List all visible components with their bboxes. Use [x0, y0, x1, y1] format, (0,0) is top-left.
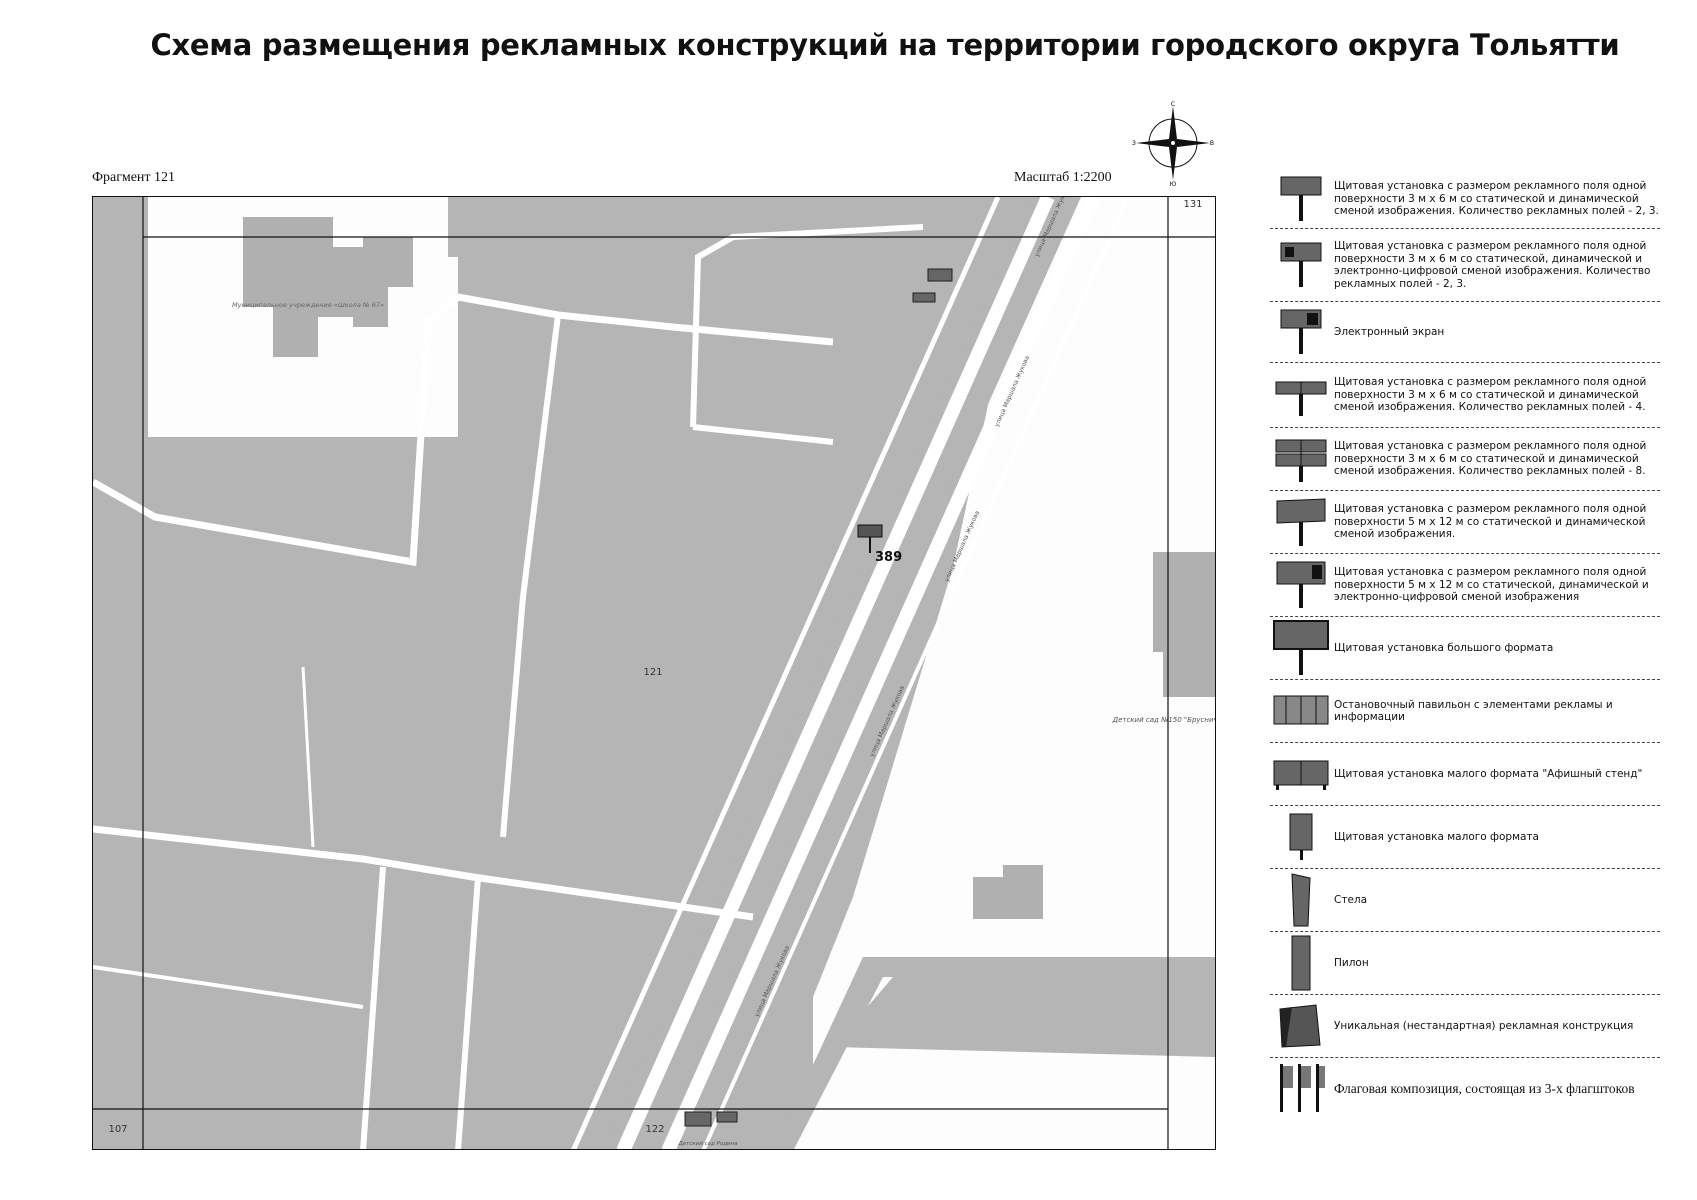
right-white-zone	[813, 197, 1215, 1149]
sheet-number-bottom-left: 107	[108, 1124, 127, 1135]
legend-item-label: Щитовая установка малого формата	[1334, 830, 1539, 843]
legend-item-label: Щитовая установка малого формата "Афишны…	[1334, 767, 1643, 780]
legend-item-label: Стела	[1334, 893, 1368, 906]
stele-icon	[1270, 872, 1332, 928]
legend-item: Щитовая установка с размером рекламного …	[1270, 229, 1660, 302]
billboard-389-icon[interactable]	[857, 524, 883, 553]
school-building	[243, 217, 413, 357]
legend-item-label: Остановочный павильон с элементами рекла…	[1334, 698, 1613, 724]
compass-north-label: С	[1171, 101, 1175, 108]
legend-item-label: Щитовая установка с размером рекламного …	[1334, 376, 1647, 414]
sheet-number-top-right: 131	[1183, 199, 1202, 210]
path-south-vertical	[455, 876, 481, 1149]
legend-item: Электронный экран	[1270, 302, 1660, 363]
billboard-5x12-digital-icon	[1270, 558, 1332, 612]
scale-label: Масштаб 1:2200	[1014, 170, 1112, 185]
legend-item-label: Пилон	[1334, 956, 1369, 969]
legend-item-label: Щитовая установка с размером рекламного …	[1334, 503, 1647, 541]
legend-item: Щитовая установка малого формата "Афишны…	[1270, 743, 1660, 806]
kindergarten-label: Детский сад №150 "Брусничка"	[1112, 716, 1216, 724]
billboard-3x6-digital-icon	[1270, 237, 1332, 293]
legend-item-label: Электронный экран	[1334, 325, 1445, 338]
legend-item-label: Щитовая установка с размером рекламного …	[1334, 180, 1659, 218]
legend-item: Щитовая установка с размером рекламного …	[1270, 428, 1660, 491]
legend: Щитовая установка с размером рекламного …	[1270, 170, 1660, 1118]
legend-item: Щитовая установка малого формата	[1270, 806, 1660, 869]
sheet-number-bottom-center: 122	[645, 1124, 664, 1135]
legend-item: Щитовая установка с размером рекламного …	[1270, 554, 1660, 617]
path-northeast	[690, 224, 924, 428]
billboard-3x6-static-dynamic-icon	[1270, 173, 1332, 225]
flag-composition-icon	[1270, 1062, 1332, 1114]
path-east-spur	[692, 424, 834, 445]
path-southwest	[93, 965, 364, 1009]
billboard-3x6-four-fields-icon	[1270, 370, 1332, 420]
legend-item: Щитовая установка большого формата	[1270, 617, 1660, 680]
fragment-label: Фрагмент 121	[92, 170, 176, 185]
legend-item: Щитовая установка с размером рекламного …	[1270, 363, 1660, 428]
legend-item: Щитовая установка с размером рекламного …	[1270, 170, 1660, 229]
compass-rose-icon: С Ю З В	[1130, 100, 1216, 188]
legend-item-label: Флаговая композиция, состоящая из 3-х фл…	[1334, 1080, 1635, 1096]
sheet-number-center: 121	[643, 667, 662, 678]
legend-item: Щитовая установка с размером рекламного …	[1270, 491, 1660, 554]
billboard-3x6-eight-fields-icon	[1270, 434, 1332, 484]
page-title: Схема размещения рекламных конструкций н…	[150, 28, 1620, 62]
main-road-lane-west	[616, 197, 1055, 1149]
poster-stand-icon	[1270, 757, 1332, 791]
legend-item: Флаговая композиция, состоящая из 3-х фл…	[1270, 1058, 1660, 1118]
bottom-right-field	[833, 977, 1215, 1057]
compass-south-label: Ю	[1170, 181, 1177, 186]
bus-stop-marker-icon[interactable]	[912, 268, 953, 303]
small-format-board-icon	[1270, 812, 1332, 862]
school-label: Муниципальное учреждение «Школа № 67»	[232, 301, 384, 309]
compass-west-label: З	[1132, 140, 1136, 147]
sidewalk-east	[701, 197, 1130, 1149]
path-north	[93, 293, 834, 567]
path-central-vertical	[500, 314, 561, 838]
small-building	[973, 865, 1043, 919]
main-road-lane-east	[661, 197, 1100, 1149]
legend-item: Пилон	[1270, 932, 1660, 995]
path-southwest-vertical	[360, 866, 386, 1149]
billboard-5x12-static-dynamic-icon	[1270, 495, 1332, 549]
legend-item-label: Уникальная (нестандартная) рекламная кон…	[1334, 1019, 1634, 1032]
legend-item-label: Щитовая установка с размером рекламного …	[1334, 240, 1651, 290]
path-west-minor	[301, 666, 315, 848]
legend-item-label: Щитовая установка с размером рекламного …	[1334, 566, 1649, 604]
legend-item: Стела	[1270, 869, 1660, 932]
billboard-389-label: 389	[875, 550, 902, 565]
bottom-marker-icon[interactable]	[684, 1111, 738, 1127]
electronic-screen-icon	[1270, 306, 1332, 358]
path-south	[93, 825, 754, 921]
legend-item: Уникальная (нестандартная) рекламная кон…	[1270, 995, 1660, 1058]
legend-item: Остановочный павильон с элементами рекла…	[1270, 680, 1660, 743]
large-format-billboard-icon	[1270, 619, 1332, 677]
legend-item-label: Щитовая установка с размером рекламного …	[1334, 440, 1647, 478]
bus-stop-label: Детский сад Родина	[677, 1141, 738, 1147]
sidewalk-west	[571, 197, 1001, 1149]
compass-east-label: В	[1210, 140, 1214, 147]
bus-stop-pavilion-icon	[1270, 694, 1332, 728]
map-fragment[interactable]: Муниципальное учреждение «Школа № 67» Де…	[92, 196, 1216, 1150]
pylon-icon	[1270, 934, 1332, 992]
legend-item-label: Щитовая установка большого формата	[1334, 641, 1554, 654]
unique-construction-icon	[1270, 1001, 1332, 1051]
